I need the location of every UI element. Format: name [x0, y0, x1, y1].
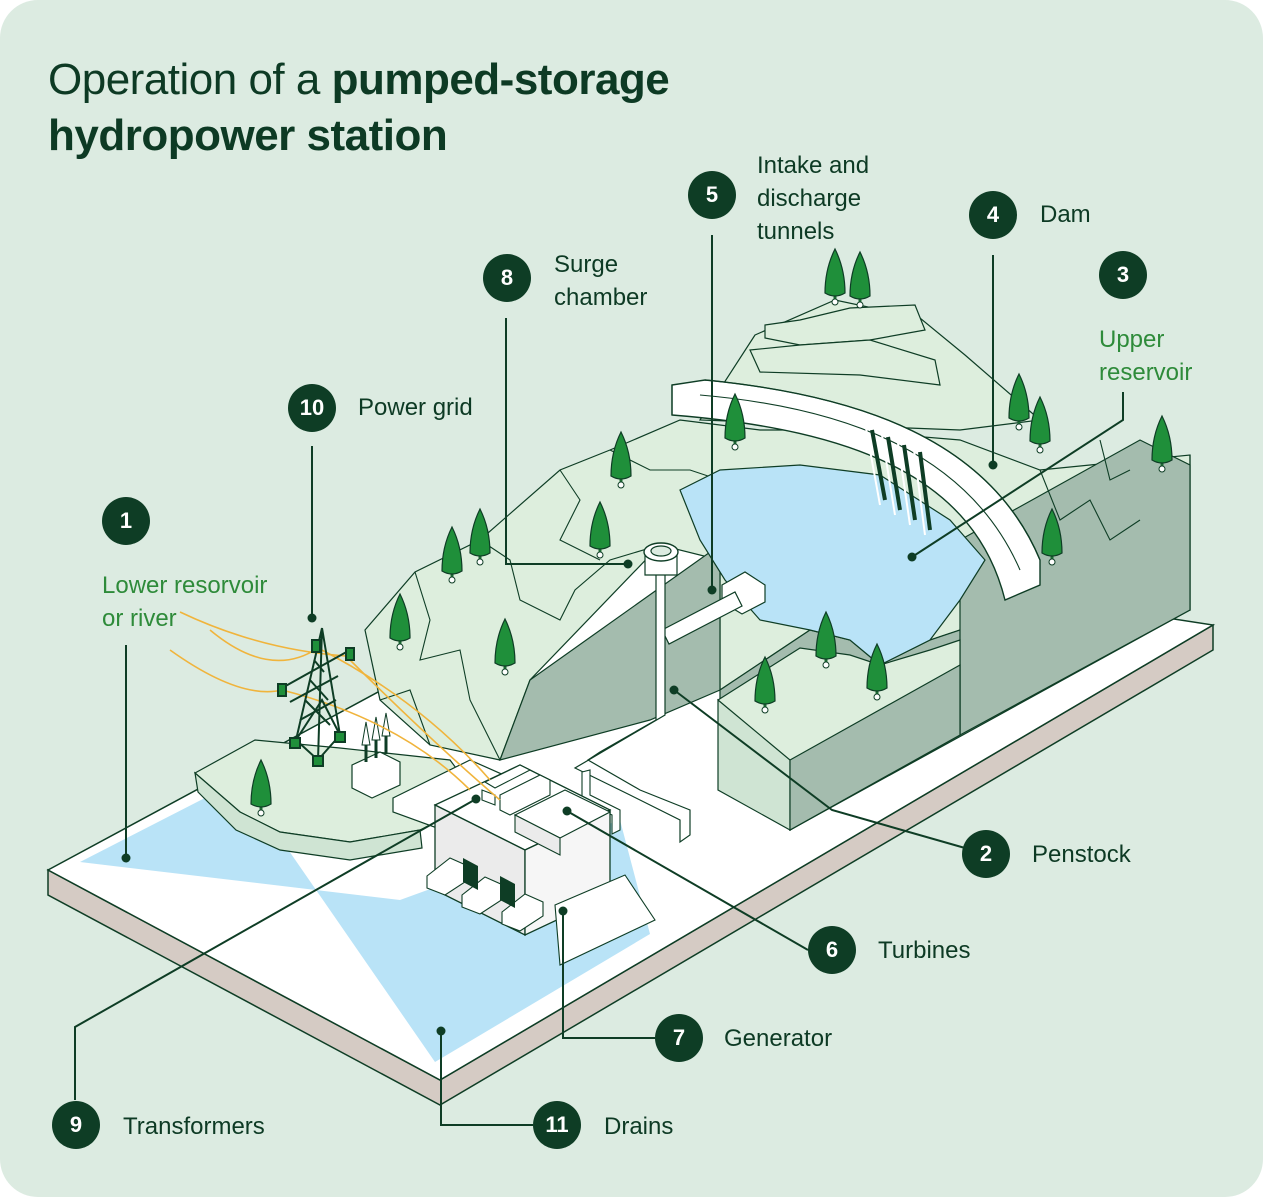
callout-8-line-1: Surge [554, 251, 619, 278]
leader-dots [121, 460, 998, 1036]
callout-3-badge: 3 [1099, 251, 1147, 299]
leader-lines [74, 235, 1124, 1126]
callout-1-label: Lower resorvoir or river [102, 569, 267, 635]
substation [351, 712, 401, 799]
title-bold-1: pumped-storage [331, 55, 670, 104]
callout-1-badge: 1 [102, 497, 150, 545]
callout-1-line-1: Lower resorvoir [102, 572, 268, 599]
callout-8-line-2: chamber [554, 284, 648, 311]
surge-and-penstock [573, 542, 691, 844]
callout-10-label: Power grid [358, 394, 473, 421]
callout-9-label: Transformers [123, 1113, 265, 1140]
callout-5-label: Intake and discharge tunnels [757, 149, 869, 248]
dam-structure [671, 379, 1041, 601]
title-bold-2: hydropower station [48, 111, 448, 160]
title-regular: Operation of a [48, 55, 332, 104]
callout-11-badge: 11 [533, 1101, 581, 1149]
callout-3-label: Upper reservoir [1099, 323, 1192, 389]
callout-5-line-3: tunnels [757, 218, 835, 245]
callout-5-line-2: discharge [757, 185, 862, 212]
callout-6-badge: 6 [808, 926, 856, 974]
callout-1-line-2: or river [102, 605, 177, 632]
callout-3-line-1: Upper [1099, 326, 1165, 353]
callout-3-line-2: reservoir [1099, 359, 1193, 386]
callout-9-badge: 9 [52, 1101, 100, 1149]
intake-structure [661, 571, 766, 645]
callout-6-label: Turbines [878, 937, 971, 964]
power-pylon [277, 627, 355, 767]
callout-5-line-1: Intake and [757, 152, 870, 179]
callout-10-badge: 10 [288, 384, 336, 432]
diagram-title: Operation of a pumped-storage hydropower … [48, 52, 670, 164]
callout-2-label: Penstock [1032, 841, 1131, 868]
callout-4-badge: 4 [969, 191, 1017, 239]
callout-7-label: Generator [724, 1025, 833, 1052]
callout-2-badge: 2 [962, 830, 1010, 878]
callout-11-label: Drains [604, 1113, 674, 1140]
callout-5-badge: 5 [688, 171, 736, 219]
callout-7-badge: 7 [655, 1014, 703, 1062]
callout-8-badge: 8 [483, 254, 531, 302]
callout-8-label: Surge chamber [554, 248, 647, 314]
callout-4-label: Dam [1040, 201, 1091, 228]
lower-reservoir-water [80, 780, 650, 1062]
